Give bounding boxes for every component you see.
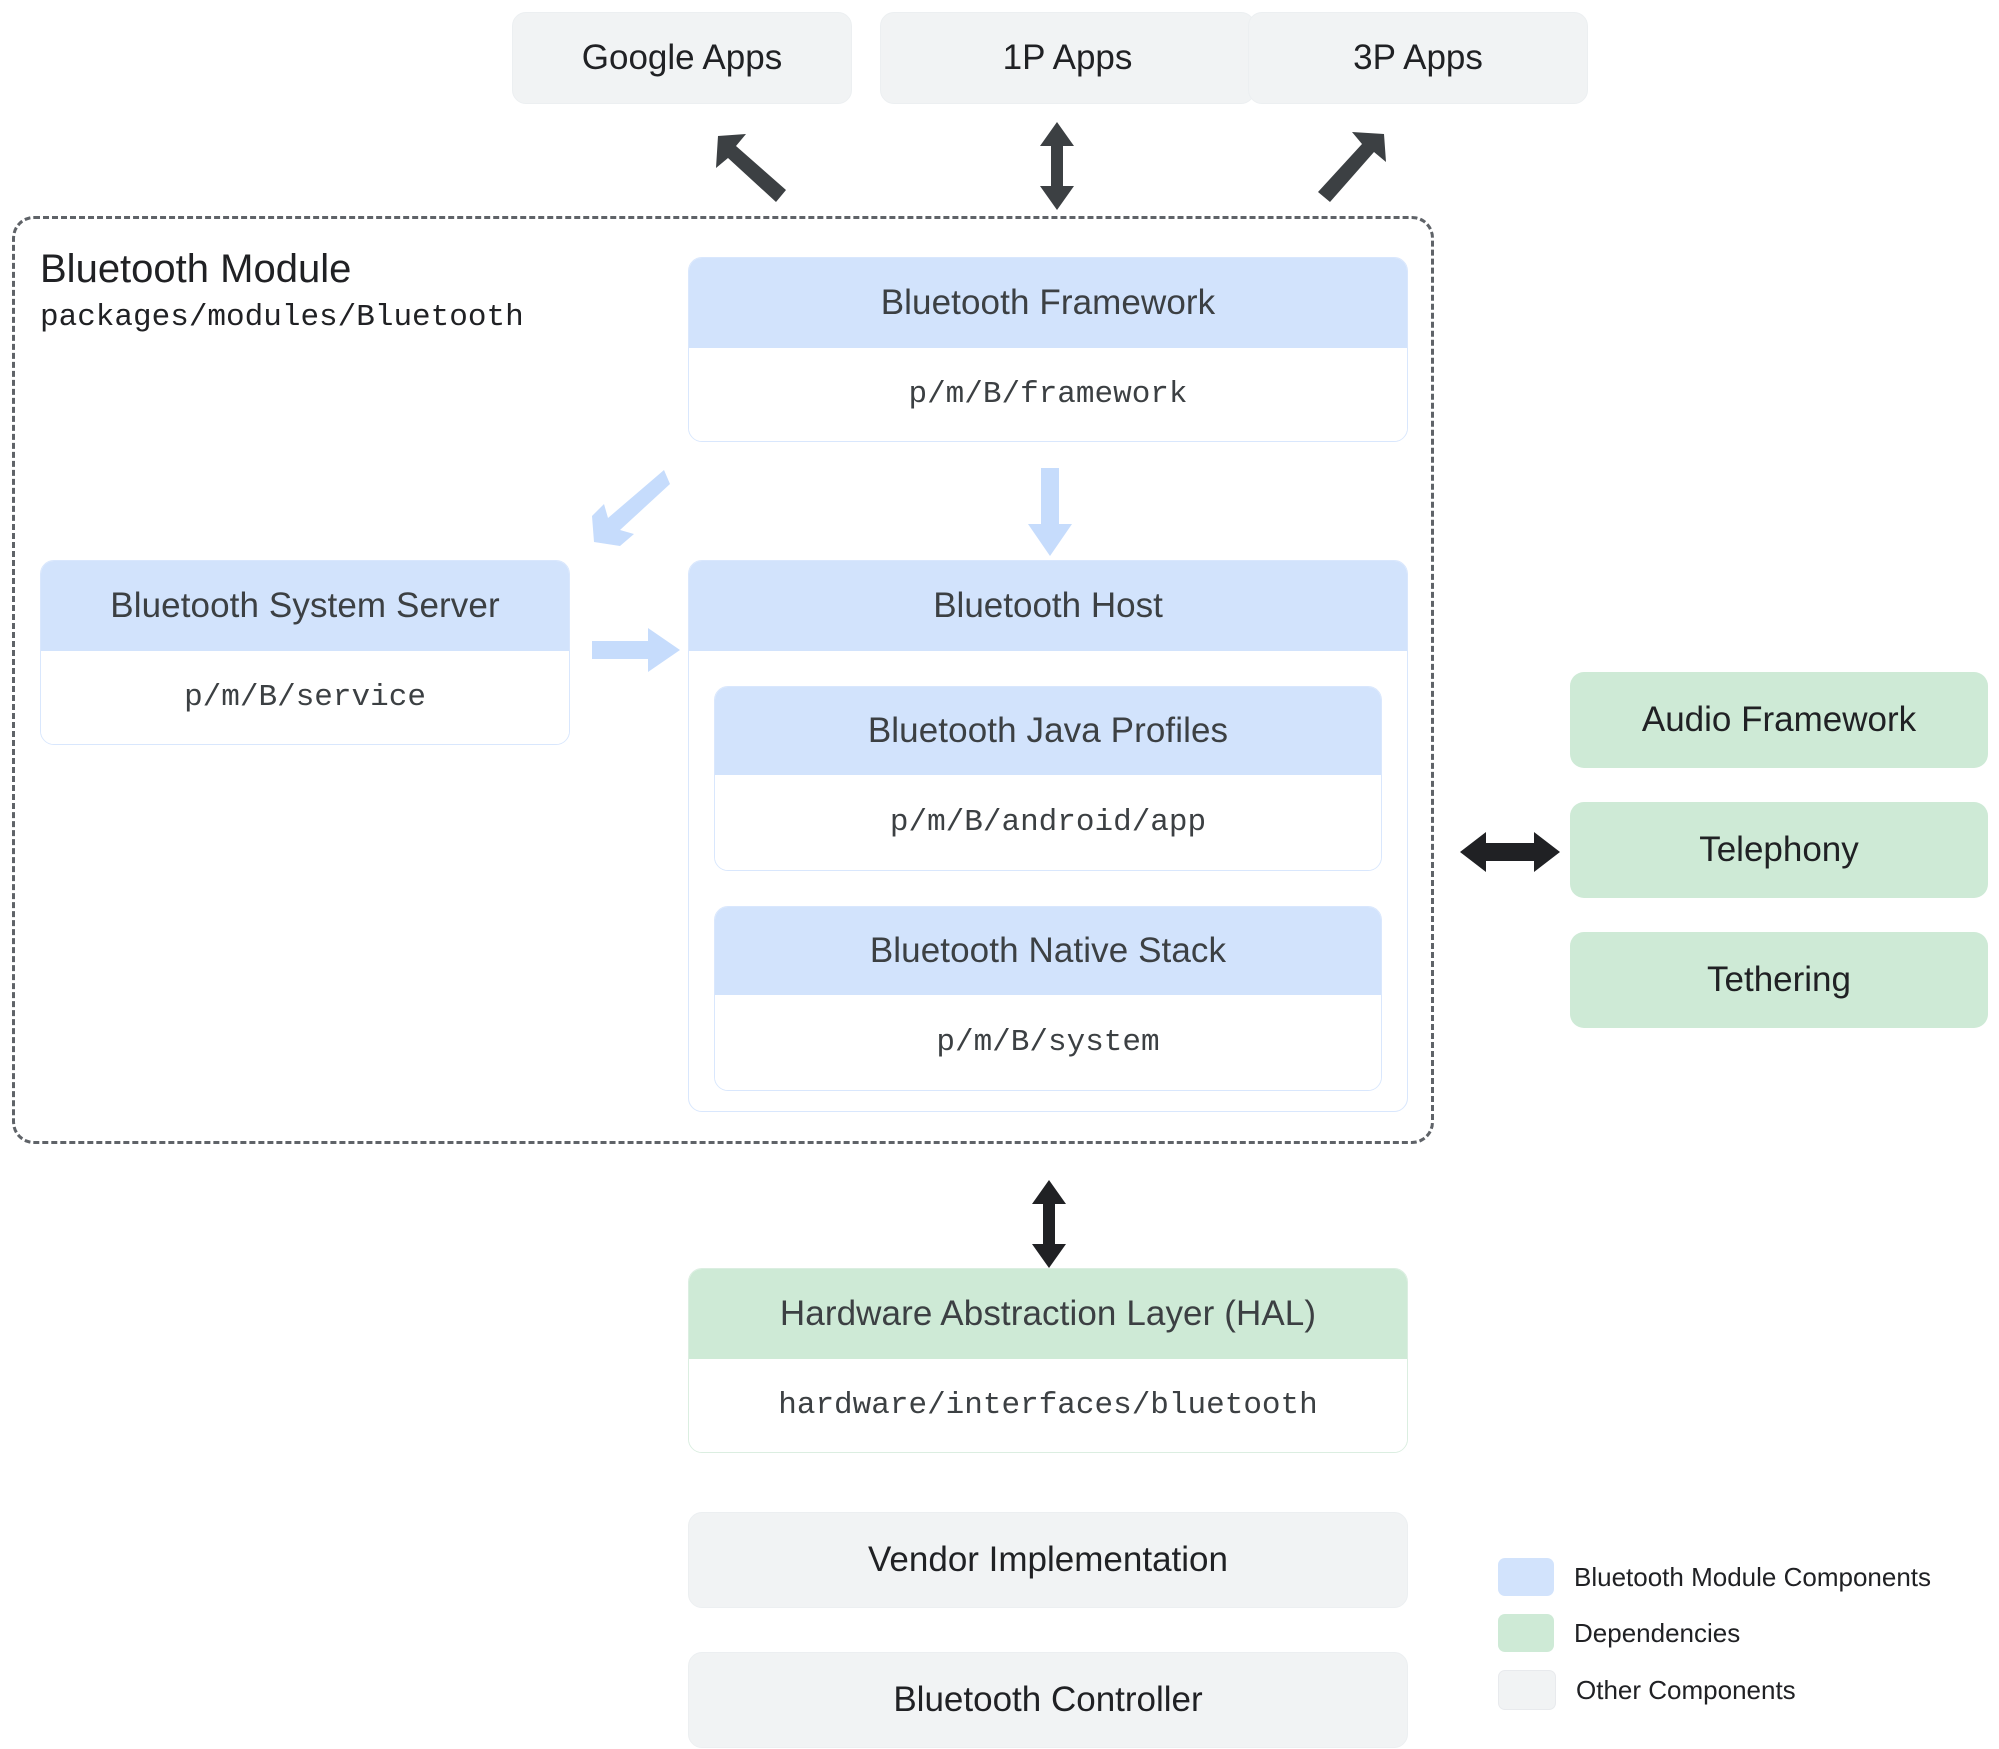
telephony-label: Telephony [1699, 830, 1859, 869]
framework-to-host-arrow-icon [1026, 468, 1074, 556]
bluetooth-system-server-card[interactable]: Bluetooth System Server p/m/B/service [40, 560, 570, 745]
hal-path: hardware/interfaces/bluetooth [689, 1359, 1407, 1452]
bluetooth-module-container [12, 216, 1434, 1144]
bluetooth-framework-title: Bluetooth Framework [689, 258, 1407, 348]
legend-swatch-green-icon [1498, 1614, 1554, 1652]
bluetooth-controller-label: Bluetooth Controller [893, 1680, 1203, 1719]
host-to-dependencies-double-arrow-icon [1460, 828, 1560, 876]
3p-apps-box[interactable]: 3P Apps [1248, 12, 1588, 104]
bluetooth-java-profiles-path: p/m/B/android/app [715, 775, 1381, 870]
audio-framework-label: Audio Framework [1641, 700, 1917, 739]
systemserver-to-host-arrow-icon [592, 626, 680, 674]
bluetooth-system-server-path: p/m/B/service [41, 651, 569, 744]
bluetooth-controller-box[interactable]: Bluetooth Controller [688, 1652, 1408, 1748]
hal-card[interactable]: Hardware Abstraction Layer (HAL) hardwar… [688, 1268, 1408, 1453]
tethering-label: Tethering [1707, 960, 1851, 999]
framework-systemserver-diagonal-arrow-icon [592, 468, 672, 548]
1p-apps-box[interactable]: 1P Apps [880, 12, 1255, 104]
telephony-box[interactable]: Telephony [1570, 802, 1988, 898]
diagonal-down-right-arrow-icon [712, 128, 802, 208]
hal-title: Hardware Abstraction Layer (HAL) [689, 1269, 1407, 1359]
legend-swatch-grey-icon [1498, 1670, 1556, 1710]
legend-swatch-blue-icon [1498, 1558, 1554, 1596]
legend-label-other-components: Other Components [1576, 1674, 1796, 1705]
vertical-double-arrow-icon [1032, 122, 1082, 210]
bluetooth-java-profiles-card[interactable]: Bluetooth Java Profiles p/m/B/android/ap… [714, 686, 1382, 871]
legend-label-module-components: Bluetooth Module Components [1574, 1561, 1932, 1592]
bluetooth-framework-card[interactable]: Bluetooth Framework p/m/B/framework [688, 257, 1408, 442]
bluetooth-native-stack-path: p/m/B/system [715, 995, 1381, 1090]
legend-item-module-components: Bluetooth Module Components [1498, 1558, 1931, 1596]
legend: Bluetooth Module Components Dependencies… [1498, 1558, 1931, 1710]
legend-item-dependencies: Dependencies [1498, 1614, 1931, 1652]
legend-item-other-components: Other Components [1498, 1670, 1931, 1710]
3p-apps-label: 3P Apps [1353, 38, 1483, 77]
bluetooth-java-profiles-title: Bluetooth Java Profiles [715, 687, 1381, 775]
google-apps-label: Google Apps [581, 38, 783, 77]
bluetooth-native-stack-card[interactable]: Bluetooth Native Stack p/m/B/system [714, 906, 1382, 1091]
diagonal-up-right-arrow-icon [1300, 128, 1390, 208]
google-apps-box[interactable]: Google Apps [512, 12, 852, 104]
vendor-implementation-box[interactable]: Vendor Implementation [688, 1512, 1408, 1608]
tethering-box[interactable]: Tethering [1570, 932, 1988, 1028]
module-path: packages/modules/Bluetooth [40, 300, 524, 335]
legend-label-dependencies: Dependencies [1574, 1617, 1741, 1648]
1p-apps-label: 1P Apps [1002, 38, 1133, 77]
bluetooth-framework-path: p/m/B/framework [689, 348, 1407, 441]
audio-framework-box[interactable]: Audio Framework [1570, 672, 1988, 768]
module-title: Bluetooth Module [40, 247, 352, 291]
module-to-hal-double-arrow-icon [1024, 1180, 1074, 1268]
bluetooth-native-stack-title: Bluetooth Native Stack [715, 907, 1381, 995]
bluetooth-system-server-title: Bluetooth System Server [41, 561, 569, 651]
vendor-implementation-label: Vendor Implementation [868, 1540, 1228, 1579]
bluetooth-host-title: Bluetooth Host [689, 561, 1407, 651]
